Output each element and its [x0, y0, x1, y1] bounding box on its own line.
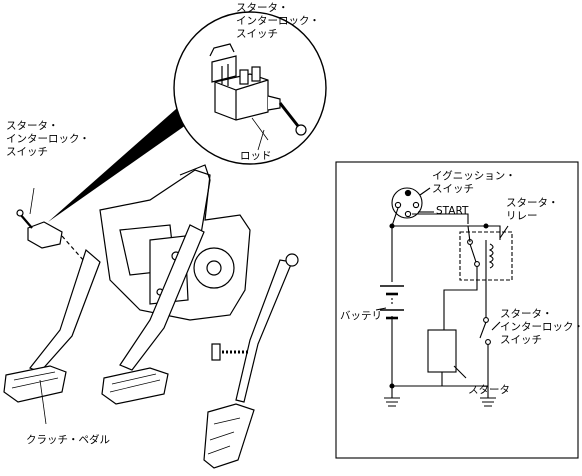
circuit-diagram	[335, 161, 579, 459]
starter-symbol	[427, 329, 457, 373]
label-start: START	[436, 205, 469, 217]
label-line: スタータ・	[236, 2, 289, 14]
label-rod: ロッド	[240, 150, 272, 162]
label-line: リレー	[506, 210, 538, 222]
leader-lines	[29, 129, 265, 425]
label-ignition-switch: イグニッション・ スイッチ	[432, 170, 516, 196]
label-battery: バッテリ	[340, 310, 382, 322]
pedal-assembly	[3, 164, 299, 469]
label-clutch-pedal: クラッチ・ペダル	[26, 434, 110, 446]
label-line: スイッチ	[6, 146, 48, 158]
label-line: スタータ・	[500, 308, 553, 320]
label-line: スイッチ	[500, 334, 542, 346]
callout-wedge	[48, 102, 196, 222]
label-line: スタータ・	[6, 120, 59, 132]
label-line: スタータ・	[506, 197, 559, 209]
ignition-switch-symbol	[391, 187, 423, 219]
label-line: インターロック・	[6, 133, 90, 145]
label-line: スイッチ	[236, 28, 278, 40]
label-line: イグニッション・	[432, 170, 516, 182]
label-starter-relay: スタータ・ リレー	[506, 197, 559, 223]
zoom-callout	[48, 11, 327, 222]
label-switch-pedal: スタータ・ インターロック・ スイッチ	[6, 120, 90, 159]
label-line: インターロック・	[500, 321, 582, 333]
switch-detail	[209, 43, 307, 141]
label-line: インターロック・	[236, 15, 320, 27]
label-line: スイッチ	[432, 183, 474, 195]
label-switch-zoom: スタータ・ インターロック・ スイッチ	[236, 2, 320, 41]
circuit-frame	[335, 161, 579, 459]
label-switch-circuit: スタータ・ インターロック・ スイッチ	[500, 308, 582, 347]
label-starter: スタータ	[468, 384, 510, 396]
